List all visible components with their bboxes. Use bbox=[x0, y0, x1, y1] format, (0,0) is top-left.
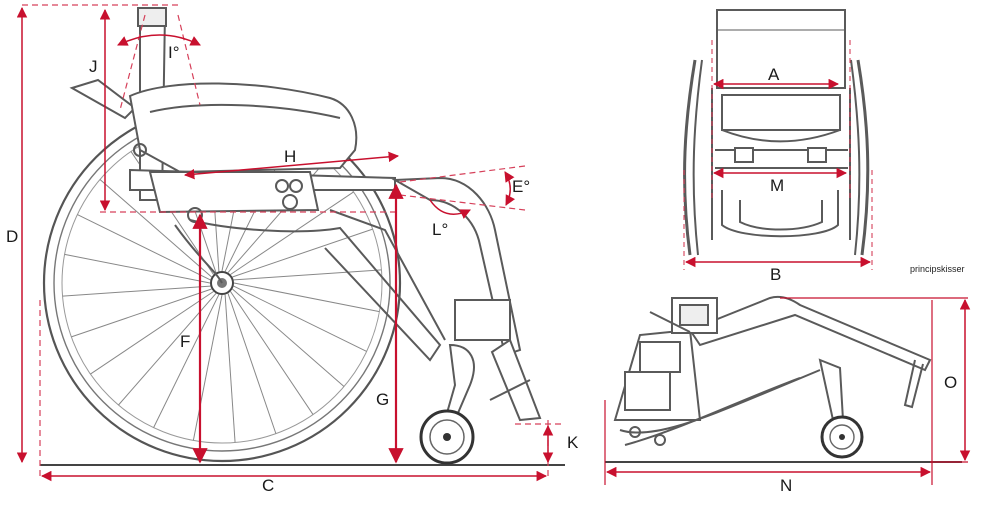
dimension-labels: D J I° H E° L° F G K C bbox=[6, 43, 579, 495]
wheel-spoke bbox=[227, 293, 277, 434]
wheel-spoke bbox=[153, 294, 220, 428]
folded-view: O N bbox=[604, 295, 971, 495]
wheel-spoke bbox=[230, 191, 354, 275]
folded-castor-wheel bbox=[820, 415, 864, 459]
front-frame bbox=[683, 9, 870, 256]
label-h: H bbox=[284, 147, 296, 166]
folded-frame bbox=[613, 295, 932, 446]
wheel-spoke bbox=[64, 253, 211, 284]
side-view: D J I° H E° L° F G K C bbox=[6, 4, 579, 495]
front-view: A M B principskisser bbox=[683, 9, 965, 284]
folded-dimension-lines bbox=[604, 297, 971, 485]
dimension-lines bbox=[16, 4, 565, 482]
label-o: O bbox=[944, 373, 957, 392]
label-b: B bbox=[770, 265, 781, 284]
wheel-spoke bbox=[118, 293, 217, 406]
wheel-spoke bbox=[233, 282, 380, 313]
wheel-spoke bbox=[233, 285, 367, 352]
label-l: L° bbox=[432, 220, 448, 239]
label-f: F bbox=[180, 332, 190, 351]
wheel-spoke bbox=[230, 291, 314, 415]
label-g: G bbox=[376, 390, 389, 409]
front-dimension-lines bbox=[683, 40, 873, 270]
label-j: J bbox=[89, 57, 98, 76]
wheel-spoke bbox=[62, 285, 211, 297]
label-n: N bbox=[780, 476, 792, 495]
label-a: A bbox=[768, 65, 780, 84]
wheel-spoke bbox=[232, 228, 373, 278]
label-m: M bbox=[770, 176, 784, 195]
credit-text: principskisser bbox=[910, 264, 965, 274]
chair-frame bbox=[69, 7, 542, 422]
label-d: D bbox=[6, 227, 18, 246]
castor-wheel bbox=[419, 409, 475, 465]
label-i: I° bbox=[168, 43, 180, 62]
wheel-spoke bbox=[232, 288, 345, 387]
wheel-spoke bbox=[90, 291, 214, 375]
label-c: C bbox=[262, 476, 274, 495]
label-e: E° bbox=[512, 177, 530, 196]
wheel-spoke bbox=[71, 288, 212, 338]
label-k: K bbox=[567, 433, 579, 452]
wheel-spoke bbox=[77, 214, 211, 281]
wheel-spoke bbox=[233, 269, 382, 281]
wheel-spoke bbox=[224, 294, 236, 443]
